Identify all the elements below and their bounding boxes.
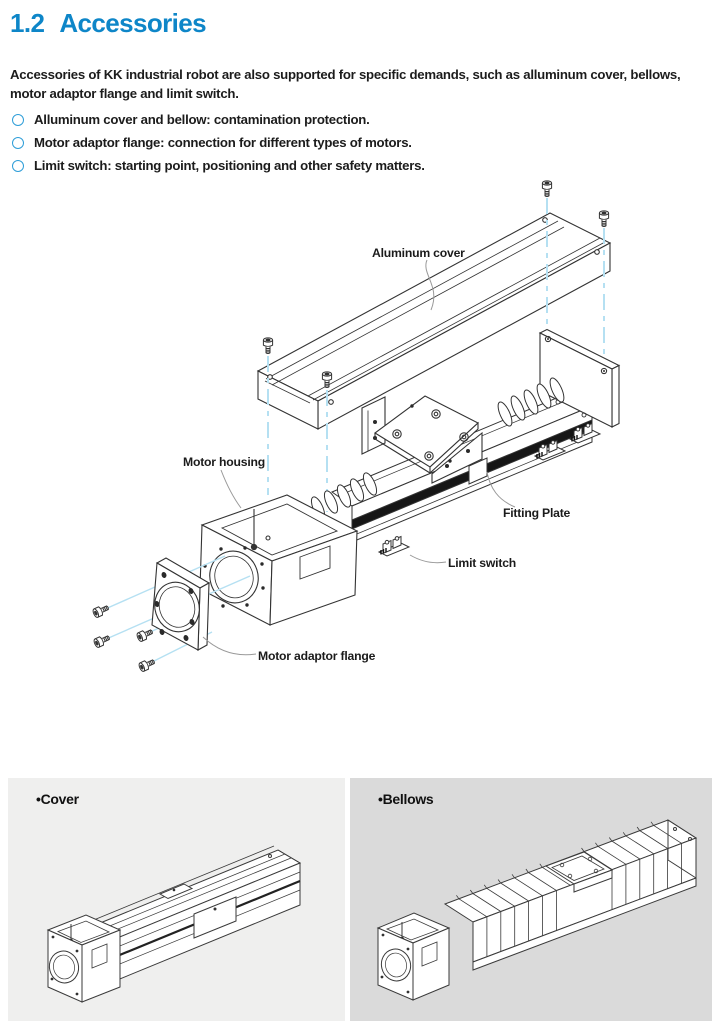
panel-cover: •Cover: [8, 778, 345, 1021]
list-item: Alluminum cover and bellow: contaminatio…: [12, 112, 425, 127]
feature-list: Alluminum cover and bellow: contaminatio…: [12, 112, 425, 181]
cover-option-drawing: [46, 845, 302, 1003]
motor-adaptor-flange-part: [151, 557, 211, 651]
motor-housing-part: [199, 494, 359, 626]
label-leader-lines: [202, 259, 516, 656]
circle-bullet-icon: [12, 137, 24, 149]
exploded-assembly-diagram: Aluminum cover Motor housing Fitting Pla…: [91, 180, 621, 673]
list-item: Motor adaptor flange: connection for dif…: [12, 135, 425, 150]
label-aluminum-cover: Aluminum cover: [372, 246, 465, 260]
end-plate-part: [538, 328, 621, 428]
label-fitting-plate: Fitting Plate: [503, 506, 571, 520]
page-title: 1.2 Accessories: [10, 8, 207, 39]
section-title: Accessories: [59, 8, 206, 38]
carriage-part: [361, 395, 483, 484]
list-item: Limit switch: starting point, positionin…: [12, 158, 425, 173]
screw-icon: [598, 210, 610, 227]
bellows-option-drawing: [376, 819, 698, 1001]
screw-icon: [92, 632, 112, 649]
screw-icon: [135, 626, 155, 643]
panel-bellows-label: •Bellows: [378, 791, 434, 807]
label-limit-switch: Limit switch: [448, 556, 516, 570]
label-motor-adaptor-flange: Motor adaptor flange: [258, 649, 376, 663]
section-number: 1.2: [10, 8, 45, 38]
circle-bullet-icon: [12, 160, 24, 172]
label-motor-housing: Motor housing: [183, 455, 265, 469]
circle-bullet-icon: [12, 114, 24, 126]
screw-icon: [91, 602, 111, 619]
panel-bellows: •Bellows: [350, 778, 712, 1021]
intro-paragraph: Accessories of KK industrial robot are a…: [10, 67, 681, 102]
panel-cover-label: •Cover: [36, 791, 79, 807]
fitting-plate-clamp: [468, 457, 488, 485]
aluminum-cover-part: [256, 212, 612, 430]
screw-icon: [262, 337, 274, 354]
ball-screw-part: [497, 377, 565, 427]
screw-icon: [137, 656, 157, 673]
limit-switch-part: [378, 535, 410, 557]
accessory-panels: •Cover: [8, 778, 712, 1021]
screw-icon: [541, 180, 553, 197]
